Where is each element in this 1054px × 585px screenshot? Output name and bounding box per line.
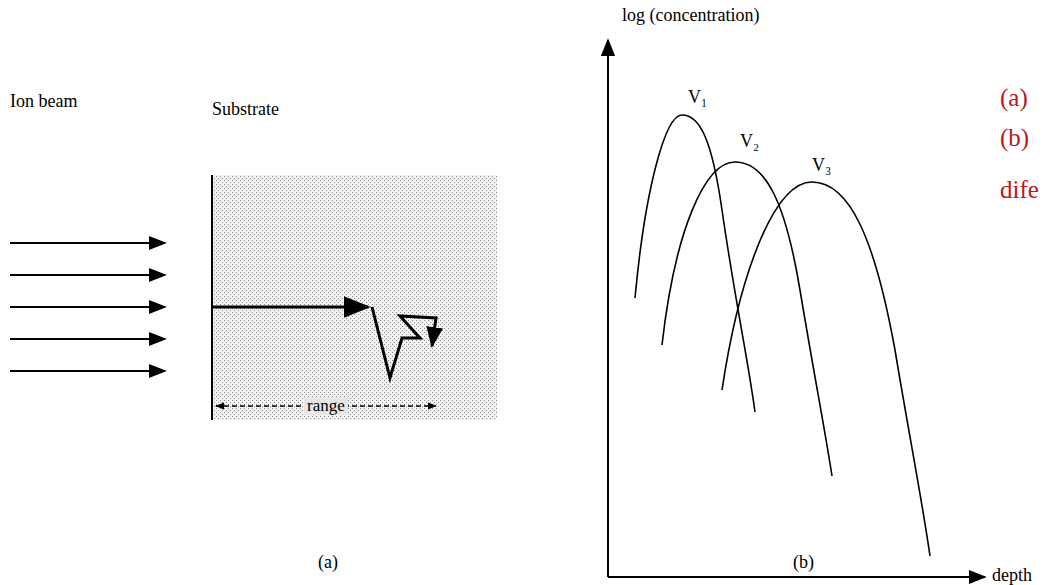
ion-beam-arrows: [10, 243, 165, 371]
dimension-label: range: [304, 397, 348, 416]
x-axis: [608, 576, 985, 578]
curve-label: V₁: [688, 88, 707, 108]
panel-label: (b): [793, 553, 814, 573]
axis-title: depth: [992, 566, 1032, 585]
concentration-profiles: [635, 115, 930, 556]
slide-text: dife: [1000, 176, 1039, 204]
slide-text: (b): [1000, 124, 1029, 152]
substrate-block: Substraterange: [212, 175, 497, 420]
axis-title: log (concentration): [622, 6, 759, 26]
beam-label: Ion beam: [10, 92, 77, 112]
slide-text: (a): [1000, 84, 1028, 112]
ion-scatter-path: [372, 307, 436, 378]
curve-label: V₂: [740, 132, 759, 152]
substrate-surface: [211, 175, 213, 420]
ion-track: [212, 306, 368, 309]
substrate-block: [212, 175, 497, 420]
panel-label: (a): [318, 553, 338, 573]
node-heading: Substrate: [212, 100, 279, 120]
y-axis: [607, 40, 609, 577]
curve-label: V₃: [812, 156, 831, 176]
